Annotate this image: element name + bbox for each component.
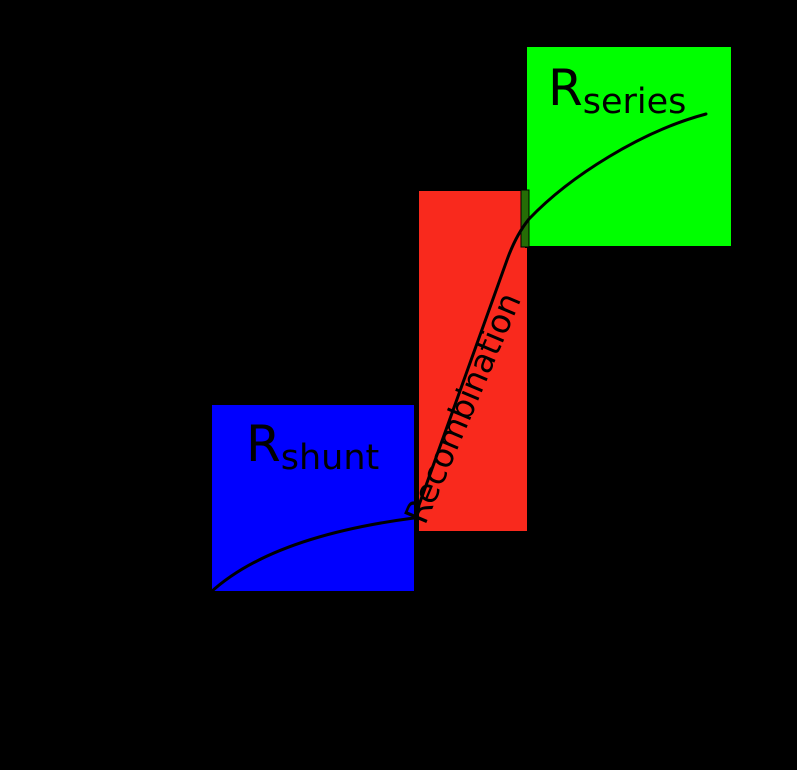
recombination-region-rect [417, 189, 529, 533]
series-label-subscript: series [583, 82, 687, 122]
shunt-label-subscript: shunt [281, 438, 380, 478]
shunt-label-main: R [246, 415, 281, 473]
series-region-label: Rseries [548, 59, 686, 122]
shunt-region-label: Rshunt [246, 415, 379, 478]
iv-curve-path [208, 112, 708, 595]
series-label-main: R [548, 59, 583, 117]
shunt-region-rect [210, 403, 416, 593]
